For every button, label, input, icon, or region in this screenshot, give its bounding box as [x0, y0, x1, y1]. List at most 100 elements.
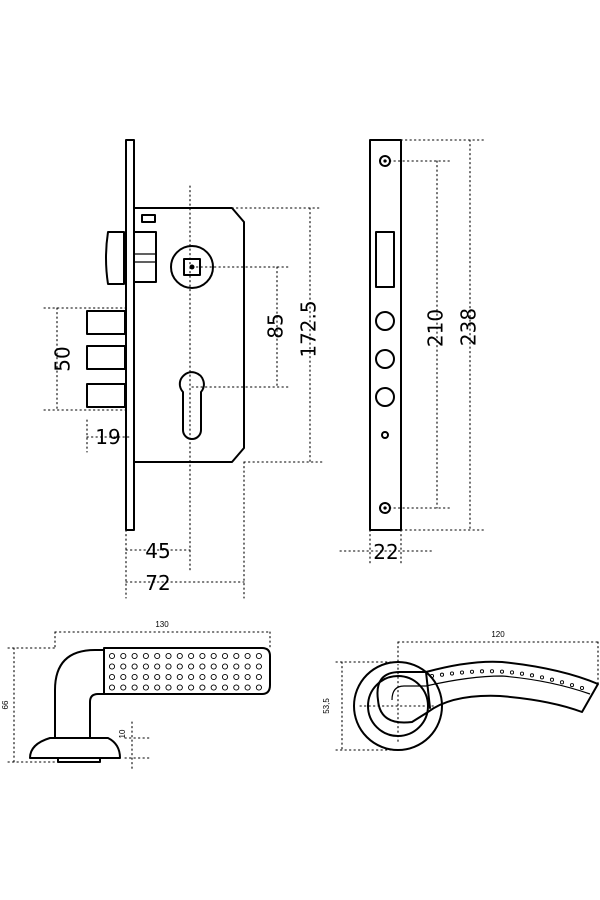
grip-dot — [244, 673, 251, 681]
lever-dot — [539, 675, 545, 680]
handle-side-view: 130 66 10 — [1, 620, 271, 771]
grip-dot — [165, 673, 172, 681]
grip-dot — [142, 673, 149, 681]
handle-grip — [103, 647, 271, 695]
grip-dot — [199, 673, 206, 681]
dim-backset-45: 45 — [145, 539, 170, 563]
grip-dot — [176, 673, 183, 681]
grip-dot — [255, 673, 262, 681]
grip-dot — [108, 652, 116, 660]
grip-dot — [188, 652, 195, 660]
grip-dot — [131, 663, 138, 670]
dim-rose-53-5: 53,5 — [322, 698, 331, 714]
deadbolt-1 — [86, 310, 126, 335]
spindle-square — [183, 258, 201, 276]
grip-dot — [233, 684, 240, 691]
lever-joint — [425, 671, 431, 709]
grip-dot — [154, 663, 161, 670]
grip-dot — [131, 684, 138, 691]
grip-dot — [142, 663, 149, 670]
grip-dot — [199, 663, 206, 670]
grip-dot — [154, 673, 161, 681]
grip-dot — [255, 663, 262, 670]
lever-body — [376, 660, 599, 724]
latch-bolt — [105, 231, 125, 285]
grip-dot — [154, 652, 161, 660]
lever-dot — [459, 670, 465, 675]
grip-dot — [244, 652, 251, 660]
grip-dot — [176, 663, 183, 670]
grip-dot — [131, 652, 138, 660]
grip-dot — [221, 652, 229, 660]
dim-case-172-5: 172.5 — [297, 300, 321, 357]
grip-texture — [108, 652, 262, 691]
bolt-hole-1 — [375, 311, 395, 331]
deadbolt-2 — [86, 345, 126, 370]
lever-dot — [559, 680, 565, 685]
lock-case — [133, 207, 245, 463]
dim-rose-10: 10 — [118, 729, 127, 738]
dim-lever-130: 130 — [155, 620, 169, 629]
lever-dot — [479, 669, 485, 674]
grip-dot — [120, 684, 127, 691]
lever-dot — [509, 670, 515, 675]
grip-dot — [154, 684, 161, 691]
grip-dot — [255, 652, 262, 660]
faceplate-drawing: 210 238 22 — [339, 139, 486, 567]
dim-length-238: 238 — [457, 308, 481, 346]
lever-dot — [579, 685, 585, 691]
lever-dot — [529, 673, 535, 678]
deadbolt-3 — [86, 383, 126, 408]
rose-plate — [57, 757, 101, 763]
grip-dot — [221, 663, 229, 670]
grip-dot — [210, 663, 217, 670]
dim-latch-19: 19 — [95, 425, 120, 449]
grip-dot — [165, 663, 172, 670]
grip-dot — [188, 684, 195, 691]
grip-dot — [165, 684, 172, 691]
lever-dot — [519, 671, 525, 676]
cylinder-cutout — [178, 371, 205, 440]
lever-dot — [439, 672, 445, 677]
grip-dot — [210, 673, 217, 681]
grip-dot — [108, 673, 116, 681]
grip-dot — [165, 652, 172, 660]
dim-width-22: 22 — [373, 540, 398, 564]
grip-dot — [108, 663, 116, 670]
bolt-hole-2 — [375, 349, 395, 369]
grip-dot — [221, 673, 229, 681]
spindle-hub — [170, 245, 214, 289]
grip-dot — [210, 652, 217, 660]
handle-top-view: 120 53,5 — [322, 630, 599, 751]
handle-rose — [29, 737, 121, 759]
grip-dot — [131, 673, 138, 681]
grip-dot — [210, 684, 217, 691]
grip-dot — [233, 673, 240, 681]
grip-dot — [255, 684, 262, 691]
grip-dot — [176, 684, 183, 691]
lever-inner-edge — [391, 675, 591, 701]
dim-screws-210: 210 — [424, 309, 448, 347]
grip-dot — [244, 663, 251, 670]
grip-dot — [120, 652, 127, 660]
grip-dot — [120, 673, 127, 681]
rose-outer — [353, 661, 443, 751]
faceplate — [369, 139, 402, 531]
grip-dot — [188, 673, 195, 681]
grip-dot — [199, 652, 206, 660]
lever-dot — [569, 683, 575, 688]
handle-neck — [54, 649, 105, 739]
latch-housing — [133, 231, 157, 283]
grip-dot — [176, 652, 183, 660]
dim-centre-85: 85 — [264, 313, 288, 338]
dim-lever-120: 120 — [491, 630, 505, 639]
bolt-hole-3 — [375, 387, 395, 407]
lever-dot — [549, 677, 555, 682]
lever-dot — [469, 669, 475, 674]
grip-dot — [142, 652, 149, 660]
latch-opening — [375, 231, 395, 288]
lever-dot — [489, 669, 495, 674]
grip-dot — [233, 663, 240, 670]
lever-texture — [429, 669, 585, 691]
